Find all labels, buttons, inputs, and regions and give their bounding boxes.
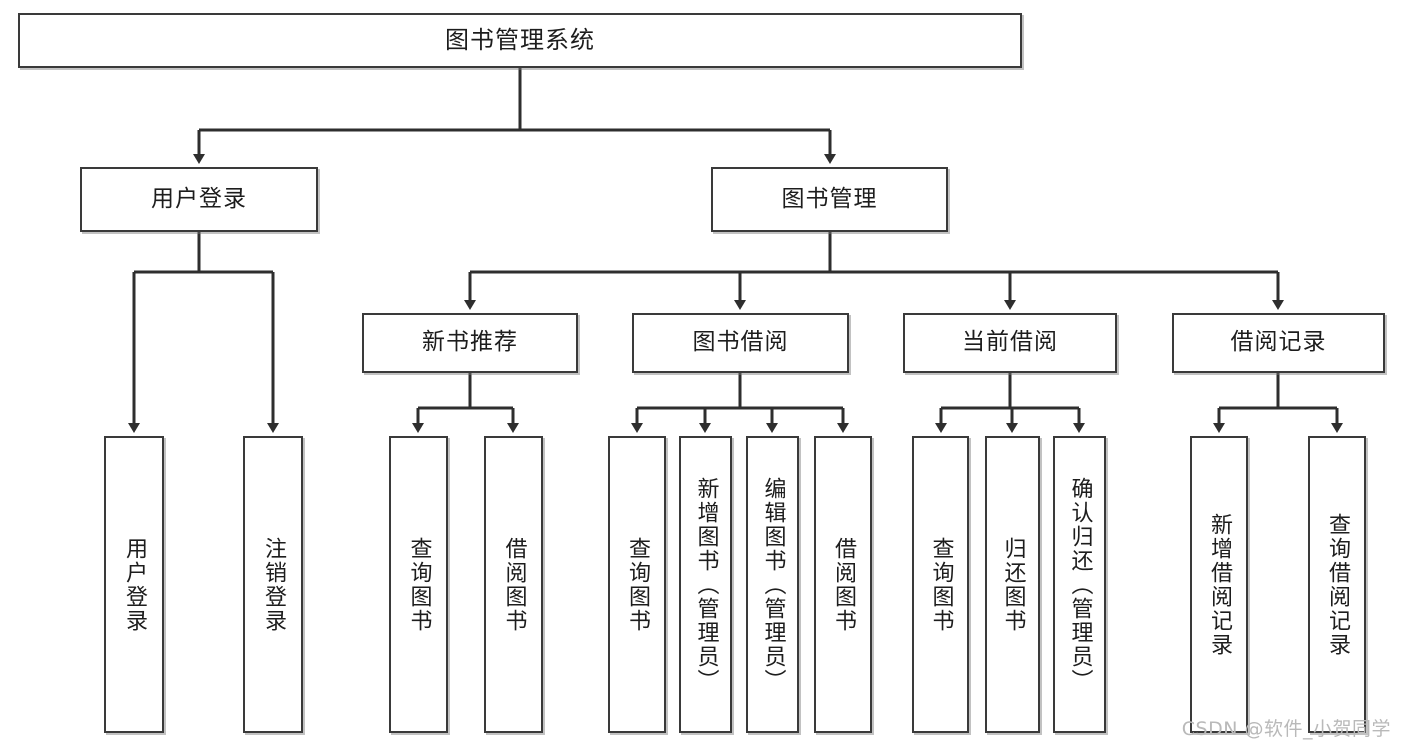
leaf-borrow-lend-book-label: 借阅图书	[830, 536, 856, 633]
leaf-borrow-add-book-admin-label: 新增图书（管理员）	[693, 476, 719, 693]
node-current-borrow[interactable]: 当前借阅	[903, 313, 1117, 373]
leaf-current-query-book[interactable]: 查询图书	[912, 436, 969, 733]
node-root-label: 图书管理系统	[445, 26, 595, 55]
leaf-record-add-record-label: 新增借阅记录	[1206, 512, 1232, 657]
node-borrow-record-label: 借阅记录	[1230, 329, 1327, 356]
leaf-current-confirm-return-admin[interactable]: 确认归还（管理员）	[1053, 436, 1106, 733]
leaf-newbook-borrow-book[interactable]: 借阅图书	[484, 436, 543, 733]
leaf-user-login-label: 用户登录	[121, 536, 147, 633]
leaf-borrow-query-book-label: 查询图书	[624, 536, 650, 633]
node-current-borrow-label: 当前借阅	[962, 329, 1058, 356]
node-book-borrow-label: 图书借阅	[692, 329, 789, 356]
leaf-newbook-query-book[interactable]: 查询图书	[389, 436, 448, 733]
leaf-borrow-lend-book[interactable]: 借阅图书	[814, 436, 872, 733]
leaf-newbook-query-book-label: 查询图书	[406, 536, 432, 633]
leaf-newbook-borrow-book-label: 借阅图书	[501, 536, 527, 633]
leaf-current-return-book[interactable]: 归还图书	[985, 436, 1040, 733]
leaf-user-logout-label: 注销登录	[260, 536, 286, 633]
leaf-borrow-edit-book-admin[interactable]: 编辑图书（管理员）	[746, 436, 799, 733]
node-user-login[interactable]: 用户登录	[80, 167, 318, 232]
leaf-record-query-record[interactable]: 查询借阅记录	[1308, 436, 1366, 733]
node-new-book-recommend-label: 新书推荐	[422, 329, 518, 356]
node-book-borrow[interactable]: 图书借阅	[632, 313, 849, 373]
leaf-current-query-book-label: 查询图书	[928, 536, 954, 633]
node-borrow-record[interactable]: 借阅记录	[1172, 313, 1385, 373]
leaf-borrow-query-book[interactable]: 查询图书	[608, 436, 666, 733]
leaf-borrow-add-book-admin[interactable]: 新增图书（管理员）	[679, 436, 732, 733]
leaf-record-add-record[interactable]: 新增借阅记录	[1190, 436, 1248, 733]
leaf-record-query-record-label: 查询借阅记录	[1324, 512, 1350, 657]
leaf-user-login[interactable]: 用户登录	[104, 436, 164, 733]
node-root[interactable]: 图书管理系统	[18, 13, 1022, 68]
node-user-login-label: 用户登录	[151, 185, 247, 212]
leaf-current-return-book-label: 归还图书	[1000, 536, 1026, 633]
leaf-user-logout[interactable]: 注销登录	[243, 436, 303, 733]
node-new-book-recommend[interactable]: 新书推荐	[362, 313, 578, 373]
node-book-management-label: 图书管理	[781, 185, 878, 212]
leaf-borrow-edit-book-admin-label: 编辑图书（管理员）	[760, 476, 786, 693]
leaf-current-confirm-return-admin-label: 确认归还（管理员）	[1067, 476, 1093, 693]
node-book-management[interactable]: 图书管理	[711, 167, 948, 232]
